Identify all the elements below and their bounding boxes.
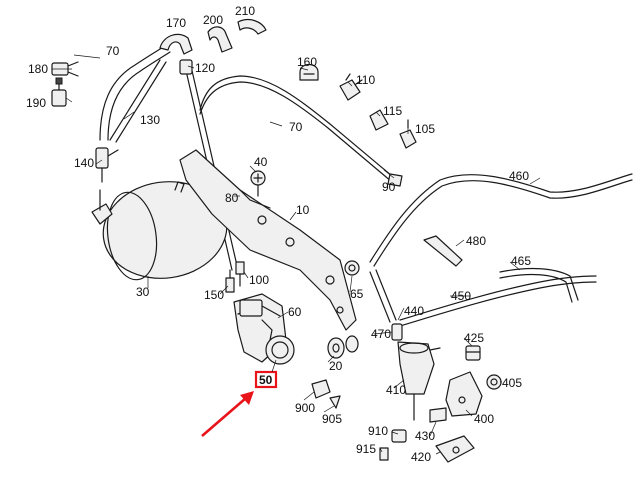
bracket-10 <box>179 149 357 331</box>
label-130: 130 <box>140 113 160 127</box>
label-470: 470 <box>371 327 391 341</box>
label-420: 420 <box>411 450 431 464</box>
label-900: 900 <box>295 401 315 415</box>
label-410: 410 <box>386 383 406 397</box>
screw-150 <box>225 269 235 293</box>
hose-130 <box>109 59 167 143</box>
line-460 <box>369 173 633 267</box>
elbow-210 <box>237 18 267 35</box>
label-425: 425 <box>464 331 484 345</box>
bracket-400 <box>445 371 483 417</box>
label-50-highlighted: 50 <box>259 373 273 387</box>
highlight-callout: 50 <box>201 359 278 437</box>
line-440 <box>369 269 397 323</box>
actuator-50 <box>233 293 295 365</box>
highlight-box <box>254 370 278 389</box>
label-70b: 70 <box>289 120 303 134</box>
label-60: 60 <box>288 305 302 319</box>
plug-425 <box>465 345 481 361</box>
label-100: 100 <box>249 273 269 287</box>
label-170: 170 <box>166 16 186 30</box>
label-10: 10 <box>296 203 310 217</box>
clip-480 <box>423 235 463 267</box>
hose-70-left <box>99 43 171 141</box>
label-90: 90 <box>382 180 396 194</box>
mount-20 <box>327 335 359 359</box>
label-450: 450 <box>451 289 471 303</box>
label-140: 140 <box>74 156 94 170</box>
leader-lines <box>52 54 541 455</box>
label-190: 190 <box>26 96 46 110</box>
label-400: 400 <box>474 412 494 426</box>
screw-40 <box>250 170 266 197</box>
label-30: 30 <box>136 285 150 299</box>
elbow-170 <box>159 33 193 55</box>
line-70-right <box>199 75 403 187</box>
tee-140 <box>95 147 119 183</box>
red-arrow <box>201 397 247 437</box>
connector-190 <box>51 77 67 107</box>
vacuum-reservoir-30 <box>91 181 228 281</box>
elbow-200 <box>207 26 233 53</box>
label-40: 40 <box>254 155 268 169</box>
label-160: 160 <box>297 55 317 69</box>
bolt-100 <box>235 261 245 287</box>
label-905: 905 <box>322 412 342 426</box>
pad-900 <box>311 379 331 399</box>
label-20: 20 <box>329 359 343 373</box>
label-180: 180 <box>28 62 48 76</box>
label-120: 120 <box>195 61 215 75</box>
nut-405 <box>486 374 502 390</box>
cone-905 <box>329 395 341 409</box>
clip-105 <box>399 119 417 149</box>
label-465: 465 <box>511 254 531 268</box>
label-405: 405 <box>502 376 522 390</box>
part-915 <box>379 447 389 461</box>
part-910 <box>391 429 407 443</box>
label-480: 480 <box>466 234 486 248</box>
connector-470 <box>391 323 403 341</box>
valve-410 <box>397 341 441 421</box>
line-450 <box>399 275 597 327</box>
label-115: 115 <box>383 104 402 118</box>
label-460: 460 <box>509 169 529 183</box>
clip-115 <box>369 109 389 131</box>
label-200: 200 <box>203 13 223 27</box>
nut-65 <box>344 260 360 276</box>
label-440: 440 <box>404 304 424 318</box>
red-arrowhead-icon <box>240 391 254 405</box>
part-labels: 170 200 210 70 180 120 190 130 160 110 1… <box>26 4 531 464</box>
foot-420 <box>435 435 475 463</box>
label-210: 210 <box>235 4 255 18</box>
label-65: 65 <box>350 287 364 301</box>
label-80: 80 <box>225 191 239 205</box>
part-430 <box>429 407 447 423</box>
label-915: 915 <box>356 442 376 456</box>
label-430: 430 <box>415 429 435 443</box>
label-70a: 70 <box>106 44 120 58</box>
label-150: 150 <box>204 288 224 302</box>
line-465 <box>499 267 579 303</box>
label-910: 910 <box>368 424 388 438</box>
label-110: 110 <box>356 73 375 87</box>
label-105: 105 <box>415 122 435 136</box>
